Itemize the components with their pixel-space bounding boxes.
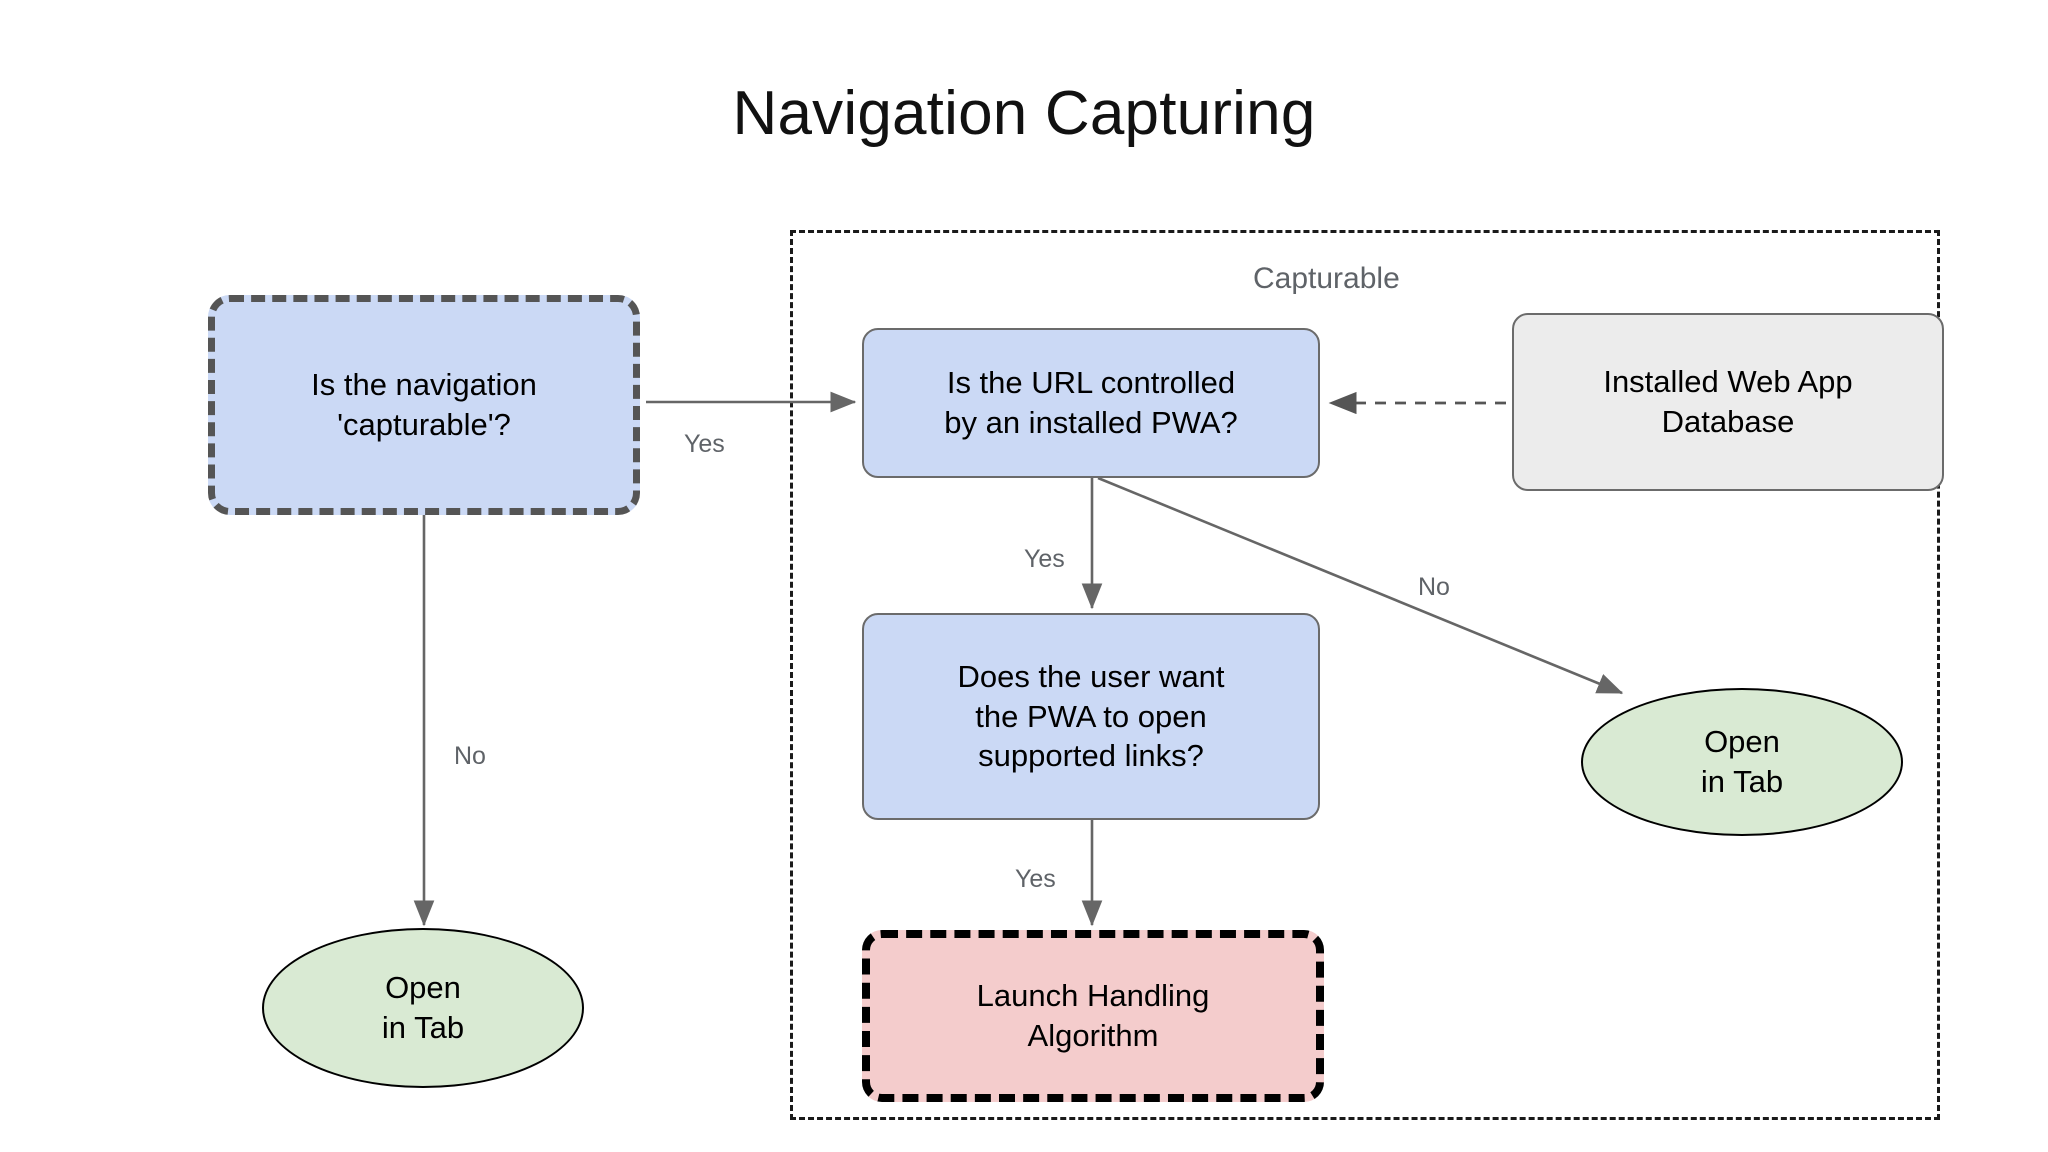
node-open-in-tab-right-text: Open in Tab: [1701, 722, 1783, 801]
page-title: Navigation Capturing: [732, 79, 1316, 148]
node-does-user-want-line-1: Does the user want: [957, 658, 1225, 694]
node-open-in-tab-left-text: Open in Tab: [382, 968, 464, 1047]
edge-label-user-yes: Yes: [1015, 865, 1056, 893]
node-is-url-controlled[interactable]: Is the URL controlled by an installed PW…: [862, 328, 1320, 478]
node-is-capturable-line-1: Is the navigation: [311, 367, 537, 403]
edge-label-capturable-yes: Yes: [684, 430, 725, 458]
node-does-user-want-text: Does the user want the PWA to open suppo…: [957, 657, 1224, 776]
node-open-in-tab-left[interactable]: Open in Tab: [262, 928, 584, 1088]
node-does-user-want-line-3: supported links?: [978, 738, 1204, 774]
node-installed-web-app-database[interactable]: Installed Web App Database: [1512, 313, 1944, 491]
node-is-url-controlled-text: Is the URL controlled by an installed PW…: [944, 363, 1238, 442]
node-is-capturable[interactable]: Is the navigation 'capturable'?: [208, 295, 640, 515]
node-open-in-tab-right[interactable]: Open in Tab: [1581, 688, 1903, 836]
node-is-url-controlled-line-1: Is the URL controlled: [946, 365, 1236, 401]
node-launch-handling-algorithm-line-1: Launch Handling: [976, 978, 1210, 1014]
node-is-url-controlled-line-2: by an installed PWA?: [944, 405, 1238, 440]
node-is-capturable-text: Is the navigation 'capturable'?: [311, 365, 537, 444]
node-launch-handling-algorithm-line-2: Algorithm: [1027, 1018, 1159, 1053]
node-open-in-tab-right-line-1: Open: [1704, 724, 1780, 760]
node-installed-web-app-database-line-1: Installed Web App: [1603, 364, 1853, 400]
edge-label-capturable-no: No: [454, 742, 486, 770]
node-launch-handling-algorithm-text: Launch Handling Algorithm: [977, 976, 1210, 1055]
node-is-capturable-line-2: 'capturable'?: [337, 407, 511, 442]
edge-label-url-no: No: [1418, 573, 1450, 601]
edge-label-url-yes: Yes: [1024, 545, 1065, 573]
node-open-in-tab-left-line-2: in Tab: [381, 1010, 465, 1045]
node-does-user-want-line-2: the PWA to open: [975, 698, 1207, 734]
node-does-user-want[interactable]: Does the user want the PWA to open suppo…: [862, 613, 1320, 820]
node-launch-handling-algorithm[interactable]: Launch Handling Algorithm: [862, 930, 1324, 1102]
node-installed-web-app-database-line-2: Database: [1661, 404, 1795, 439]
capturable-group-box: [790, 230, 1940, 1120]
node-open-in-tab-right-line-2: in Tab: [1700, 764, 1784, 799]
node-installed-web-app-database-text: Installed Web App Database: [1603, 362, 1852, 441]
node-open-in-tab-left-line-1: Open: [385, 970, 461, 1006]
capturable-group-label: Capturable: [1253, 262, 1400, 295]
